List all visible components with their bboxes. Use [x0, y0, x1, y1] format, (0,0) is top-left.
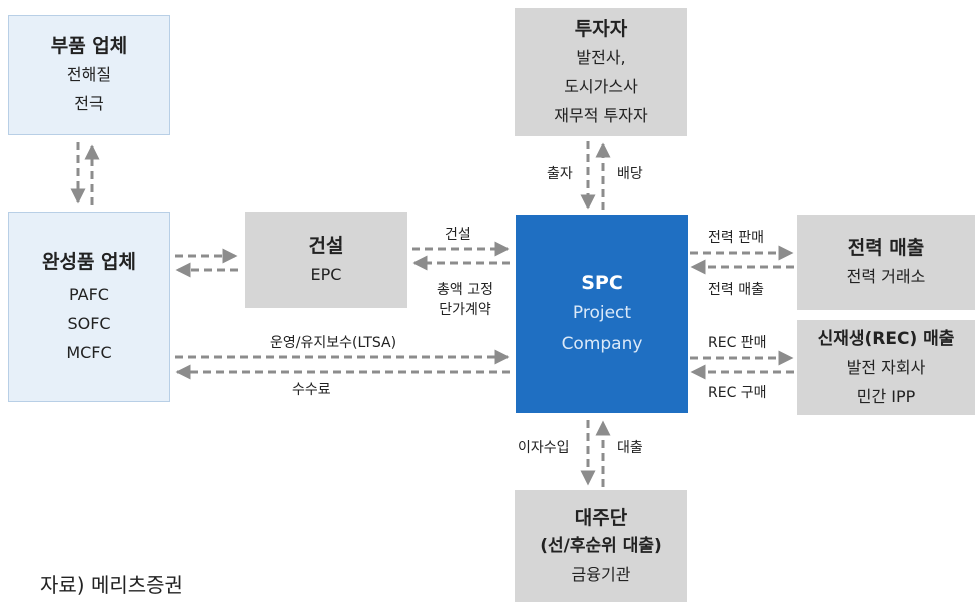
label-fixed-price-line-1: 총액 고정: [437, 282, 493, 298]
label-loan: 대출: [617, 440, 643, 456]
label-power-sale: 전력 판매: [708, 230, 764, 246]
label-fixed-price: 총액 고정 단가계약: [420, 280, 510, 320]
label-fixed-price-line-2: 단가계약: [439, 302, 491, 318]
lender-line-1: 금융기관: [571, 564, 631, 584]
lender-box: 대주단 (선/후순위 대출) 금융기관: [515, 490, 687, 602]
lender-subtitle: (선/후순위 대출): [540, 535, 662, 556]
label-rec-purchase: REC 구매: [708, 385, 767, 401]
label-om: 운영/유지보수(LTSA): [270, 335, 397, 351]
power-revenue-box: 전력 매출 전력 거래소: [797, 215, 975, 310]
source-note: 자료) 메리츠증권: [40, 573, 183, 597]
complete-product-line-1: PAFC: [69, 284, 109, 304]
investor-line-3: 재무적 투자자: [554, 105, 648, 125]
investor-line-2: 도시가스사: [564, 76, 638, 96]
rec-revenue-box: 신재생(REC) 매출 발전 자회사 민간 IPP: [797, 320, 975, 415]
complete-product-line-3: MCFC: [66, 342, 112, 362]
spc-line-1: Project: [572, 303, 632, 323]
spc-title: SPC: [581, 272, 623, 294]
construction-title: 건설: [308, 234, 344, 257]
rec-revenue-line-1: 발전 자회사: [846, 357, 926, 377]
power-revenue-title: 전력 매출: [847, 237, 925, 259]
complete-product-line-2: SOFC: [67, 313, 111, 333]
parts-supplier-title: 부품 업체: [50, 35, 128, 57]
label-fee: 수수료: [292, 382, 331, 398]
label-investment: 출자: [547, 166, 573, 182]
parts-supplier-box: 부품 업체 전해질 전극: [8, 15, 170, 135]
power-revenue-line-1: 전력 거래소: [846, 267, 926, 286]
complete-product-title: 완성품 업체: [41, 250, 136, 273]
rec-revenue-title: 신재생(REC) 매출: [817, 328, 955, 349]
rec-revenue-line-2: 민간 IPP: [856, 386, 916, 406]
complete-product-box: 완성품 업체 PAFC SOFC MCFC: [8, 212, 170, 402]
spc-line-2: Company: [561, 334, 643, 354]
label-power-revenue: 전력 매출: [708, 282, 764, 298]
parts-supplier-line-1: 전해질: [66, 65, 112, 84]
investor-title: 투자자: [574, 17, 628, 40]
lender-title: 대주단: [574, 506, 628, 529]
investor-line-1: 발전사,: [576, 47, 626, 67]
label-interest: 이자수입: [518, 440, 570, 456]
label-construction: 건설: [445, 227, 471, 243]
construction-box: 건설 EPC: [245, 212, 407, 308]
spc-box: SPC Project Company: [516, 215, 688, 413]
construction-line-1: EPC: [310, 264, 342, 284]
label-dividend: 배당: [617, 166, 643, 182]
investor-box: 투자자 발전사, 도시가스사 재무적 투자자: [515, 8, 687, 136]
label-rec-sale: REC 판매: [708, 335, 767, 351]
parts-supplier-line-2: 전극: [74, 94, 104, 113]
